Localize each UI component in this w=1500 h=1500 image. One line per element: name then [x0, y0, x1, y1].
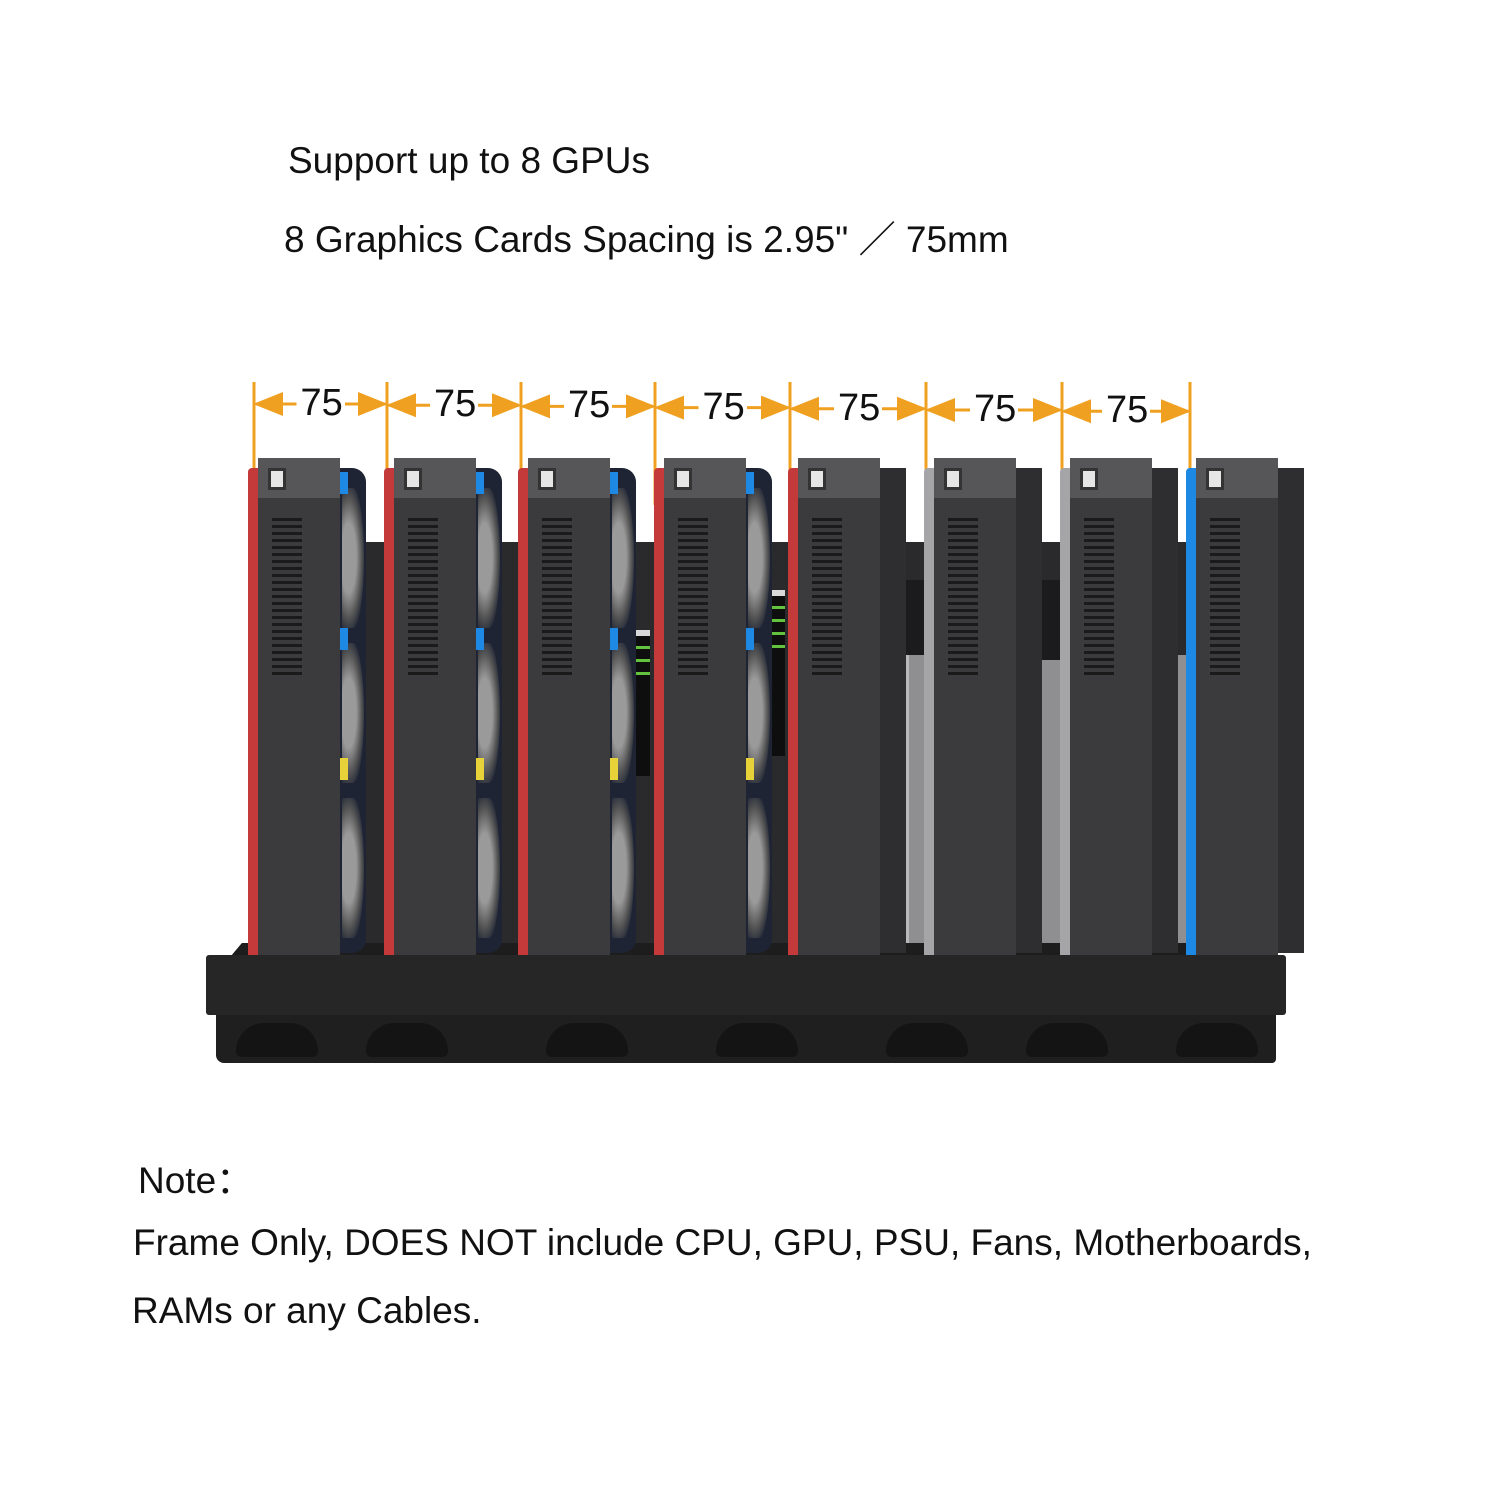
graphics-card — [1060, 458, 1180, 984]
graphics-card — [248, 458, 368, 984]
gpu-frame-illustration — [170, 455, 1304, 1075]
headline-gpu-support: Support up to 8 GPUs — [288, 140, 650, 181]
dimension-label: 75 — [298, 382, 345, 424]
dimension-ruler — [252, 382, 1192, 505]
dimension-label: 75 — [432, 383, 479, 426]
fan-rail — [216, 1015, 1276, 1063]
dimension-label: 75 — [700, 385, 747, 428]
frame-base — [206, 955, 1286, 1015]
graphics-card — [1186, 458, 1306, 984]
note-line-1: Frame Only, DOES NOT include CPU, GPU, P… — [133, 1222, 1312, 1263]
dimension-label: 75 — [972, 388, 1019, 430]
graphics-card — [654, 458, 774, 984]
graphics-card — [788, 458, 908, 984]
dimension-label: 75 — [566, 384, 613, 427]
graphics-card — [384, 458, 504, 984]
graphics-card — [518, 458, 638, 984]
note-title: Note： — [138, 1160, 254, 1201]
dimension-label: 75 — [836, 386, 883, 429]
headline-card-spacing: 8 Graphics Cards Spacing is 2.95" ／ 75mm — [284, 219, 1009, 260]
dimension-label: 75 — [1104, 389, 1151, 432]
graphics-card — [924, 458, 1044, 984]
note-line-2: RAMs or any Cables. — [132, 1290, 482, 1331]
